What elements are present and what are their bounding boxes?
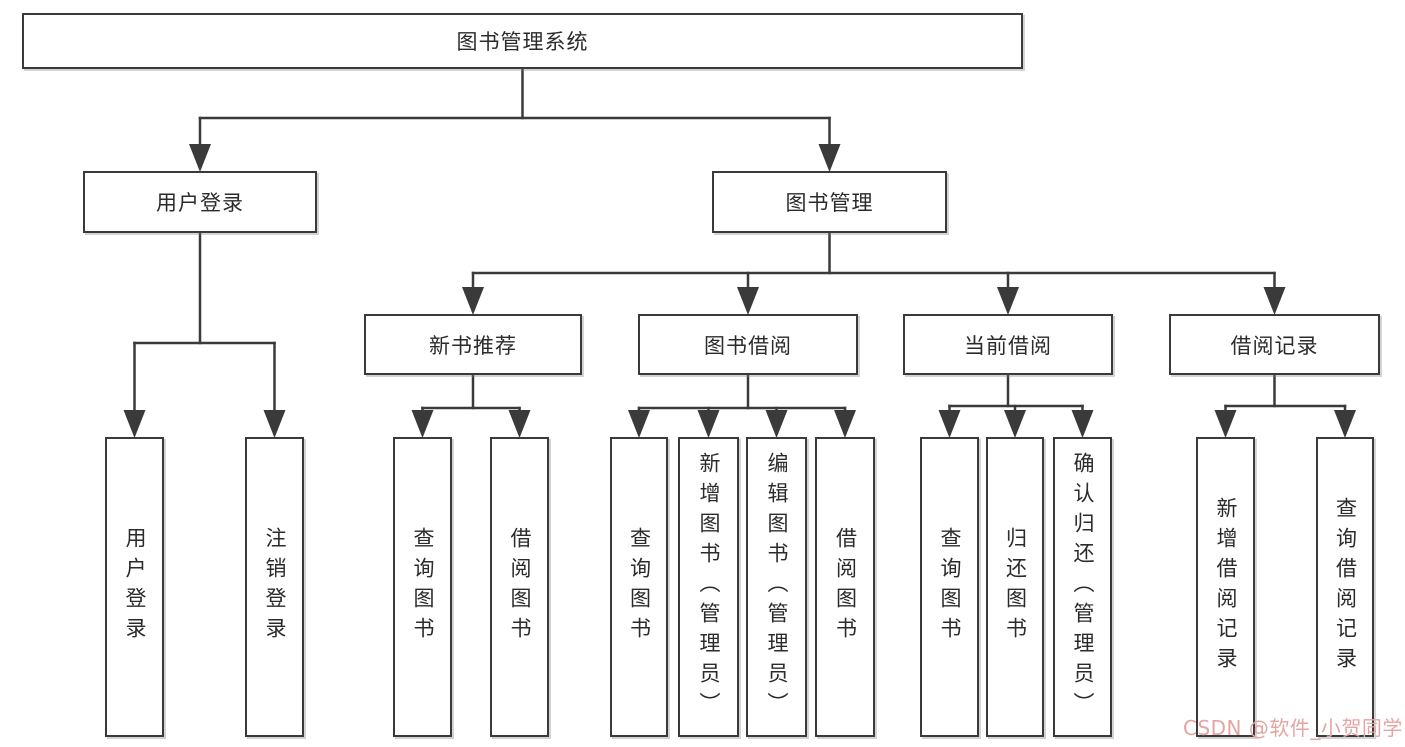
node-leaf-user-login: 用户登录 <box>105 437 164 737</box>
node-leaf-logout: 注销登录 <box>245 437 304 737</box>
node-leaf-cb-query: 查询图书 <box>920 437 979 737</box>
csdn-watermark: CSDN @软件_小贺同学 <box>1183 716 1403 740</box>
arrowhead <box>697 410 720 438</box>
arrowhead <box>1004 410 1026 438</box>
node-root: 图书管理系统 <box>22 13 1023 69</box>
node-label: 新书推荐 <box>429 333 517 358</box>
arrowhead <box>263 410 286 438</box>
node-label: 借阅记录 <box>1230 333 1319 358</box>
node-current-borrow: 当前借阅 <box>903 314 1113 375</box>
node-label: 注销登录 <box>263 527 287 647</box>
node-leaf-bb-query: 查询图书 <box>610 437 668 737</box>
node-label: 用户登录 <box>123 527 147 647</box>
node-book-mgmt: 图书管理 <box>712 171 947 233</box>
node-leaf-bb-edit: 编辑图书（管理员） <box>746 437 807 737</box>
node-label: 查询借阅记录 <box>1333 497 1358 677</box>
node-leaf-br-query: 查询借阅记录 <box>1316 437 1374 737</box>
arrowhead <box>834 410 856 438</box>
node-new-book-rec: 新书推荐 <box>364 314 582 375</box>
arrowhead <box>123 410 146 438</box>
node-label: 借阅图书 <box>508 527 532 647</box>
node-book-borrow: 图书借阅 <box>638 314 858 375</box>
node-leaf-cb-return: 归还图书 <box>986 437 1044 737</box>
arrowhead <box>189 144 211 172</box>
node-user-login: 用户登录 <box>83 171 317 233</box>
arrowhead <box>411 410 434 438</box>
node-label: 借阅图书 <box>833 527 858 647</box>
node-label: 查询图书 <box>627 527 652 647</box>
node-label: 图书借阅 <box>704 333 792 358</box>
arrowhead <box>462 287 484 315</box>
node-label: 新增图书（管理员） <box>697 452 721 722</box>
node-label: 图书管理系统 <box>456 30 589 54</box>
node-label: 查询图书 <box>938 527 962 647</box>
node-leaf-br-add: 新增借阅记录 <box>1196 437 1255 737</box>
arrowhead <box>508 410 531 438</box>
arrowhead <box>1334 410 1356 438</box>
node-label: 当前借阅 <box>964 333 1052 358</box>
node-label: 图书管理 <box>785 191 874 215</box>
node-label: 用户登录 <box>156 191 244 215</box>
arrowhead <box>1263 287 1286 315</box>
arrowhead <box>765 410 788 438</box>
arrowhead <box>628 410 650 438</box>
node-label: 归还图书 <box>1003 527 1028 647</box>
node-leaf-nb-query: 查询图书 <box>393 437 452 737</box>
node-leaf-nb-borrow: 借阅图书 <box>490 437 549 737</box>
arrowhead <box>997 287 1019 315</box>
node-label: 确认归还（管理员） <box>1071 452 1095 722</box>
arrowhead <box>938 410 961 438</box>
node-leaf-bb-borrow: 借阅图书 <box>815 437 875 737</box>
arrowhead <box>818 144 841 172</box>
node-leaf-cb-confirm: 确认归还（管理员） <box>1053 437 1112 737</box>
node-leaf-bb-add: 新增图书（管理员） <box>678 437 739 737</box>
node-label: 新增借阅记录 <box>1214 497 1238 677</box>
node-label: 编辑图书（管理员） <box>765 452 789 722</box>
arrowhead <box>1071 410 1094 438</box>
arrowhead <box>737 287 759 315</box>
arrowhead <box>1214 410 1237 438</box>
node-borrow-record: 借阅记录 <box>1169 314 1380 375</box>
node-label: 查询图书 <box>411 527 435 647</box>
